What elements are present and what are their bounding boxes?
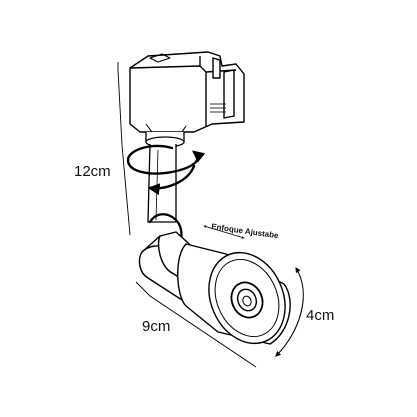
length-dimension-line bbox=[135, 281, 257, 368]
diameter-arrow bbox=[275, 267, 304, 357]
height-label: 12cm bbox=[74, 163, 111, 180]
focus-arrow bbox=[203, 225, 245, 239]
rotation-arrow-horizontal bbox=[126, 144, 206, 196]
length-label: 9cm bbox=[142, 318, 171, 335]
diameter-label: 4cm bbox=[306, 307, 335, 324]
track-adapter bbox=[129, 51, 245, 133]
lamp-head bbox=[138, 231, 291, 345]
height-dimension-line bbox=[117, 62, 131, 236]
stem bbox=[147, 143, 177, 223]
